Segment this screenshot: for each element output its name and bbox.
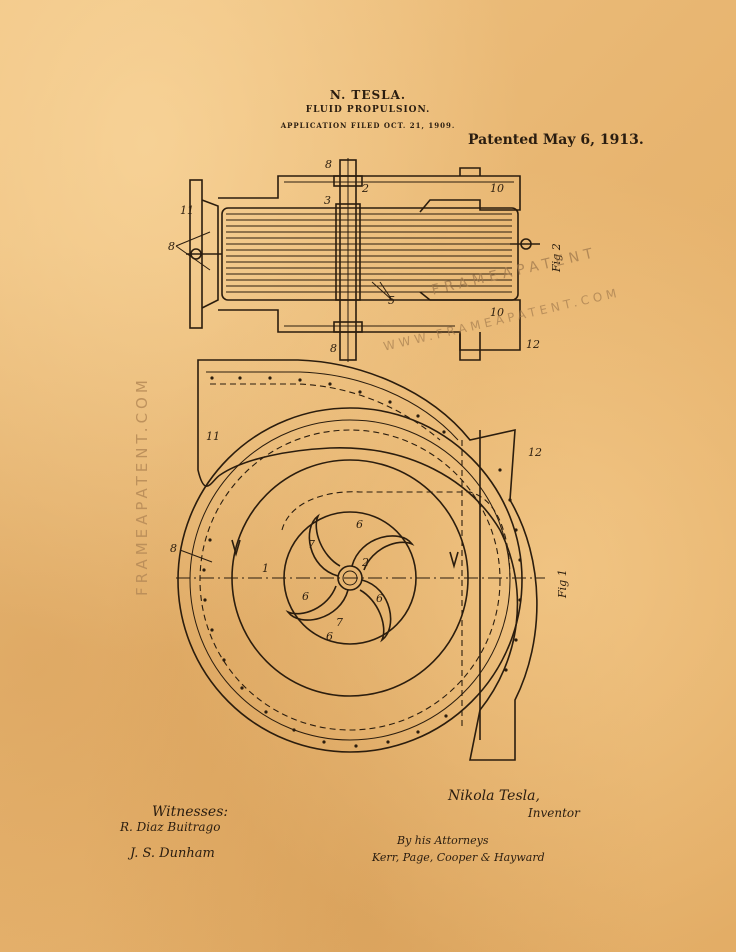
inventor-signature: Nikola Tesla, — [448, 788, 540, 804]
patent-title: FLUID PROPULSION. — [305, 105, 431, 115]
ref-2-fig1: 2 — [361, 556, 369, 569]
ref-12-fig1: 12 — [528, 446, 542, 459]
ref-6-left: 6 — [302, 590, 309, 603]
ref-9-top: 8 — [325, 158, 332, 171]
flow-arrow-icon — [449, 551, 459, 569]
attorneys-signature: Kerr, Page, Cooper & Hayward — [372, 851, 545, 864]
fig2-section — [175, 158, 540, 362]
ref-8-fig1: 8 — [170, 542, 177, 555]
ref-7-bottom: 7 — [336, 616, 343, 629]
ref-2: 2 — [361, 182, 369, 195]
ref-1: 1 — [262, 562, 269, 575]
ref-3: 3 — [324, 194, 331, 207]
ref-6-bottom: 6 — [326, 630, 333, 643]
witness-2-signature: J. S. Dunham — [130, 846, 215, 861]
reference-numerals: 8 3 2 10 11 8 5 10 8 12 11 12 8 1 6 7 6 … — [168, 158, 542, 643]
flow-arrow-icon — [231, 539, 241, 557]
witnesses-label: Witnesses: — [152, 804, 229, 820]
fig1-volute — [176, 359, 545, 761]
fig1-vane — [351, 535, 415, 571]
ref-11-fig1: 11 — [206, 430, 220, 443]
ref-9-bottom: 8 — [330, 342, 337, 355]
application-filed: APPLICATION FILED OCT. 21, 1909. — [280, 121, 456, 130]
ref-5: 5 — [388, 294, 395, 307]
fig1-housing — [177, 407, 523, 753]
fig2-disc-stack — [226, 213, 512, 293]
inventor-role: Inventor — [528, 806, 580, 820]
ref-6-right: 6 — [376, 592, 383, 605]
ref-10-lower: 10 — [490, 306, 504, 319]
ref-11: 11 — [180, 204, 194, 217]
fig1-bolt-holes — [202, 376, 522, 748]
ref-10: 10 — [490, 182, 504, 195]
patented-date: Patented May 6, 1913. — [468, 132, 644, 148]
fig2-label: Fig 2 — [550, 243, 563, 273]
ref-6-top: 6 — [356, 518, 363, 531]
inventor-header: N. TESLA. — [329, 88, 407, 102]
fig1-label: Fig 1 — [556, 569, 569, 599]
attorneys-label: By his Attorneys — [397, 834, 489, 847]
ref-7-top: 7 — [308, 538, 315, 551]
ref-8: 8 — [168, 240, 175, 253]
ref-12: 12 — [526, 338, 540, 351]
witness-1-signature: R. Diaz Buitrago — [120, 820, 221, 834]
